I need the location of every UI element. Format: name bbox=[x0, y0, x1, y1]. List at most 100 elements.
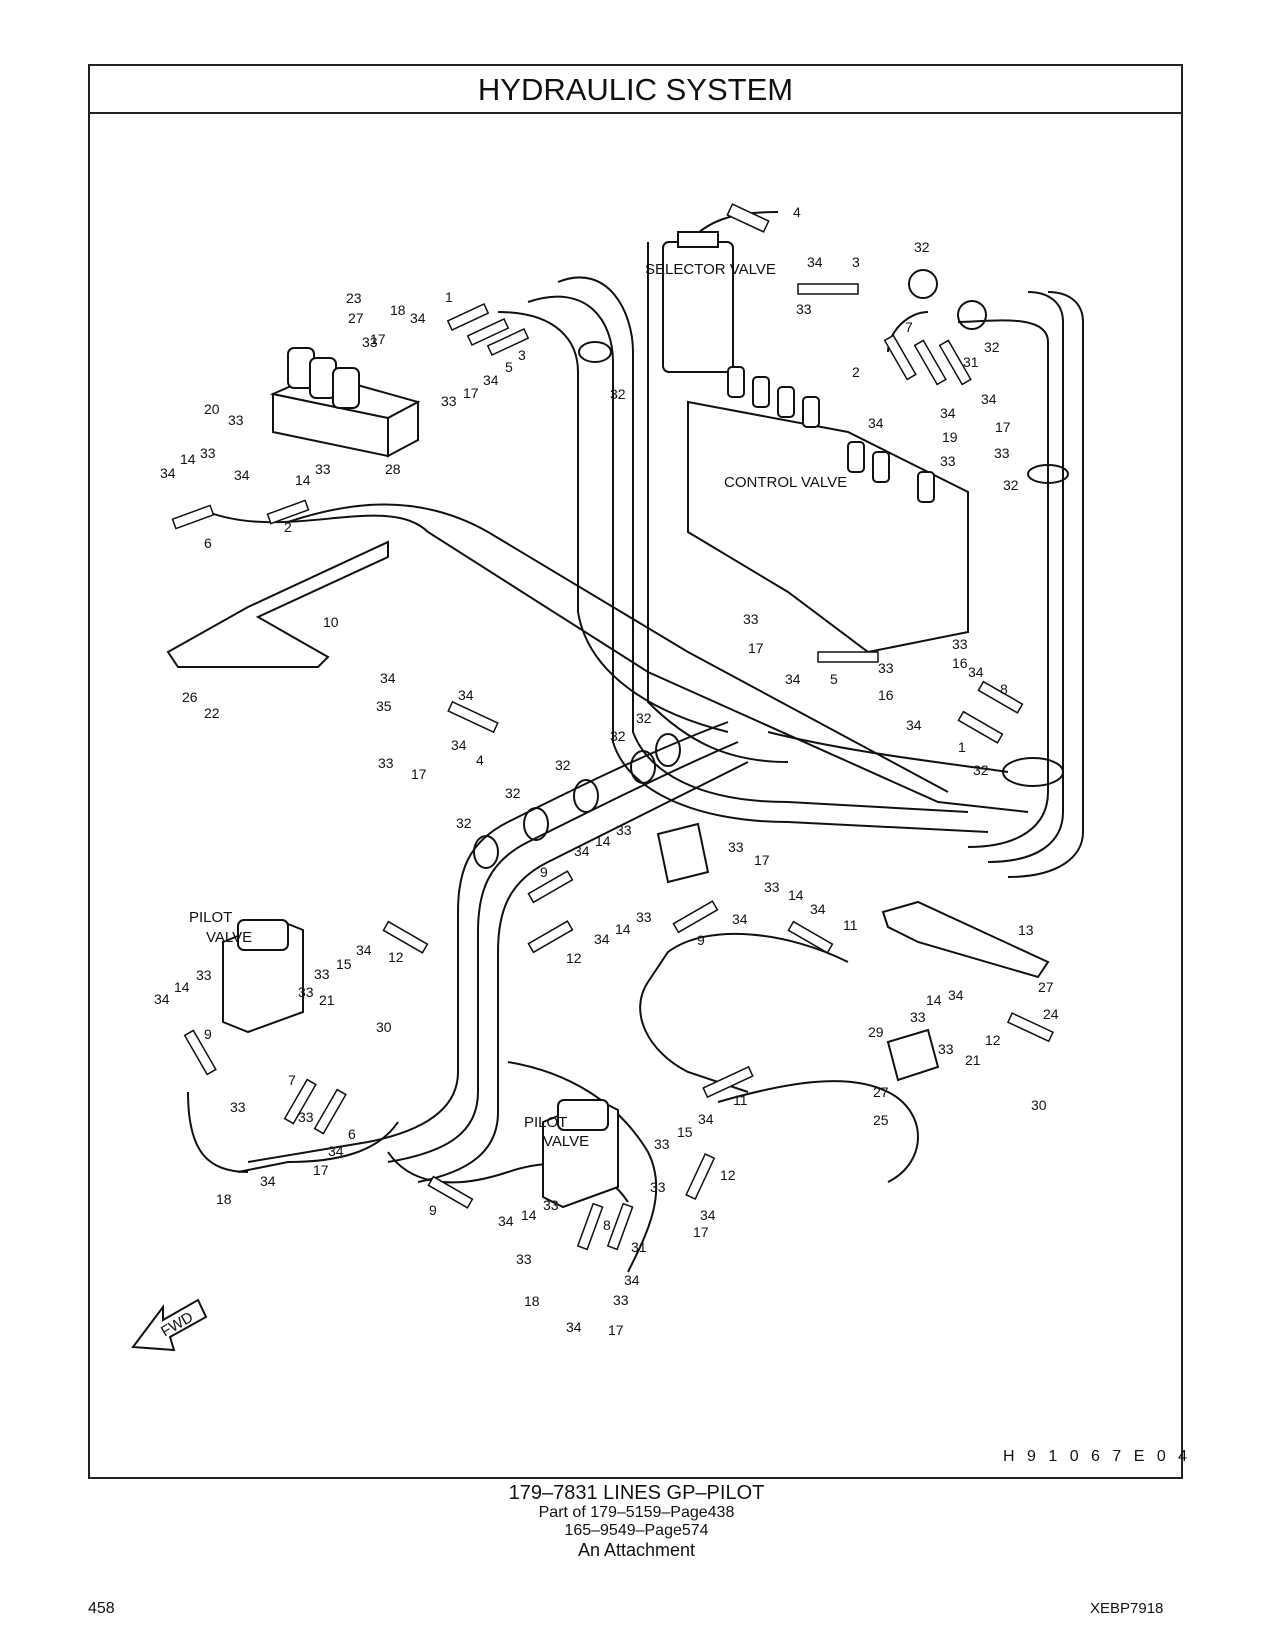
callout-14: 14 bbox=[174, 979, 190, 995]
callout-11: 11 bbox=[843, 917, 858, 933]
callout-17: 17 bbox=[313, 1162, 329, 1178]
callout-34: 34 bbox=[807, 254, 823, 270]
callout-13: 13 bbox=[1018, 922, 1034, 938]
callout-32: 32 bbox=[610, 728, 626, 744]
hydraulic-diagram: FWD SELECTOR VALVE CONTROL VALVE PILOT V… bbox=[131, 203, 1084, 1352]
callout-34: 34 bbox=[940, 405, 956, 421]
page-title: HYDRAULIC SYSTEM bbox=[90, 66, 1181, 114]
selector-valve-label: SELECTOR VALVE bbox=[645, 261, 776, 278]
pilot-valve-center bbox=[542, 1098, 619, 1209]
callout-33: 33 bbox=[743, 611, 759, 627]
callout-33: 33 bbox=[764, 879, 780, 895]
callout-33: 33 bbox=[228, 412, 244, 428]
callout-27: 27 bbox=[873, 1084, 889, 1100]
part-callouts: 1 1 2 2 3 3 4 4 5 5 6 6 7 7 8 8 9 9 9 9 … bbox=[154, 204, 1059, 1338]
callout-3: 3 bbox=[518, 347, 526, 363]
callout-7: 7 bbox=[905, 319, 913, 335]
selector-valve-body bbox=[662, 231, 734, 373]
callout-17: 17 bbox=[754, 852, 770, 868]
callout-32: 32 bbox=[914, 239, 930, 255]
callout-32: 32 bbox=[610, 386, 626, 402]
callout-8: 8 bbox=[603, 1217, 611, 1233]
callout-34: 34 bbox=[732, 911, 748, 927]
control-valve-body bbox=[687, 366, 969, 654]
page-number: 458 bbox=[88, 1600, 115, 1617]
callout-29: 29 bbox=[868, 1024, 884, 1040]
callout-3: 3 bbox=[852, 254, 860, 270]
callout-34: 34 bbox=[356, 942, 372, 958]
callout-6: 6 bbox=[348, 1126, 356, 1142]
callout-17: 17 bbox=[693, 1224, 709, 1240]
forward-arrow-icon: FWD bbox=[131, 1298, 208, 1352]
callout-21: 21 bbox=[965, 1052, 981, 1068]
callout-1: 1 bbox=[958, 739, 966, 755]
solenoid-valve-block bbox=[269, 347, 421, 458]
callout-4: 4 bbox=[476, 752, 484, 768]
callout-1: 1 bbox=[445, 289, 453, 305]
callout-12: 12 bbox=[388, 949, 404, 965]
callout-14: 14 bbox=[521, 1207, 537, 1223]
callout-15: 15 bbox=[677, 1124, 693, 1140]
callout-15: 15 bbox=[336, 956, 352, 972]
callout-34: 34 bbox=[624, 1272, 640, 1288]
callout-33: 33 bbox=[230, 1099, 246, 1115]
callout-34: 34 bbox=[458, 687, 474, 703]
callout-23: 23 bbox=[346, 290, 362, 306]
callout-21: 21 bbox=[319, 992, 335, 1008]
callout-27: 27 bbox=[348, 310, 364, 326]
callout-7: 7 bbox=[288, 1072, 296, 1088]
callout-33: 33 bbox=[616, 822, 632, 838]
callout-34: 34 bbox=[981, 391, 997, 407]
callout-34: 34 bbox=[498, 1213, 514, 1229]
callout-33: 33 bbox=[796, 301, 812, 317]
callout-33: 33 bbox=[613, 1292, 629, 1308]
diagram-frame: HYDRAULIC SYSTEM bbox=[88, 64, 1183, 1479]
callout-16: 16 bbox=[878, 687, 894, 703]
callout-18: 18 bbox=[524, 1293, 540, 1309]
callout-8: 8 bbox=[1000, 681, 1008, 697]
valve-label-center: VALVE bbox=[543, 1133, 589, 1150]
callout-30: 30 bbox=[1031, 1097, 1047, 1113]
callout-33: 33 bbox=[314, 966, 330, 982]
callout-33: 33 bbox=[315, 461, 331, 477]
callout-12: 12 bbox=[720, 1167, 736, 1183]
callout-32: 32 bbox=[456, 815, 472, 831]
callout-11: 11 bbox=[733, 1092, 748, 1108]
pilot-valve-left bbox=[222, 918, 304, 1034]
callout-34: 34 bbox=[566, 1319, 582, 1335]
callout-33: 33 bbox=[952, 636, 968, 652]
shuttle-valve-block bbox=[656, 822, 710, 884]
callout-14: 14 bbox=[180, 451, 196, 467]
callout-2: 2 bbox=[852, 364, 860, 380]
callout-17: 17 bbox=[463, 385, 479, 401]
callout-10: 10 bbox=[323, 614, 339, 630]
callout-33: 33 bbox=[654, 1136, 670, 1152]
callout-27: 27 bbox=[1038, 979, 1054, 995]
callout-18: 18 bbox=[390, 302, 406, 318]
callout-32: 32 bbox=[555, 757, 571, 773]
callout-17: 17 bbox=[411, 766, 427, 782]
callout-33: 33 bbox=[636, 909, 652, 925]
callout-14: 14 bbox=[615, 921, 631, 937]
callout-17: 17 bbox=[748, 640, 764, 656]
valve-label-left: VALVE bbox=[206, 929, 252, 946]
callout-9: 9 bbox=[540, 864, 548, 880]
callout-33: 33 bbox=[196, 967, 212, 983]
callout-12: 12 bbox=[566, 950, 582, 966]
callout-19: 19 bbox=[942, 429, 958, 445]
callout-34: 34 bbox=[594, 931, 610, 947]
callout-9: 9 bbox=[204, 1026, 212, 1042]
callout-33: 33 bbox=[298, 1109, 314, 1125]
caption-reference-2: 165–9549–Page574 bbox=[564, 1522, 709, 1539]
caption-attachment: An Attachment bbox=[577, 1540, 696, 1560]
callout-34: 34 bbox=[948, 987, 964, 1003]
callout-33: 33 bbox=[378, 755, 394, 771]
pilot-label-left: PILOT bbox=[189, 909, 232, 926]
drawing-code: H 9 1 0 6 7 E 0 4 bbox=[1003, 1448, 1192, 1465]
callout-34: 34 bbox=[154, 991, 170, 1007]
callout-31: 31 bbox=[631, 1239, 647, 1255]
callout-2: 2 bbox=[284, 519, 292, 535]
callout-34: 34 bbox=[785, 671, 801, 687]
callout-32: 32 bbox=[984, 339, 1000, 355]
callout-34: 34 bbox=[410, 310, 426, 326]
